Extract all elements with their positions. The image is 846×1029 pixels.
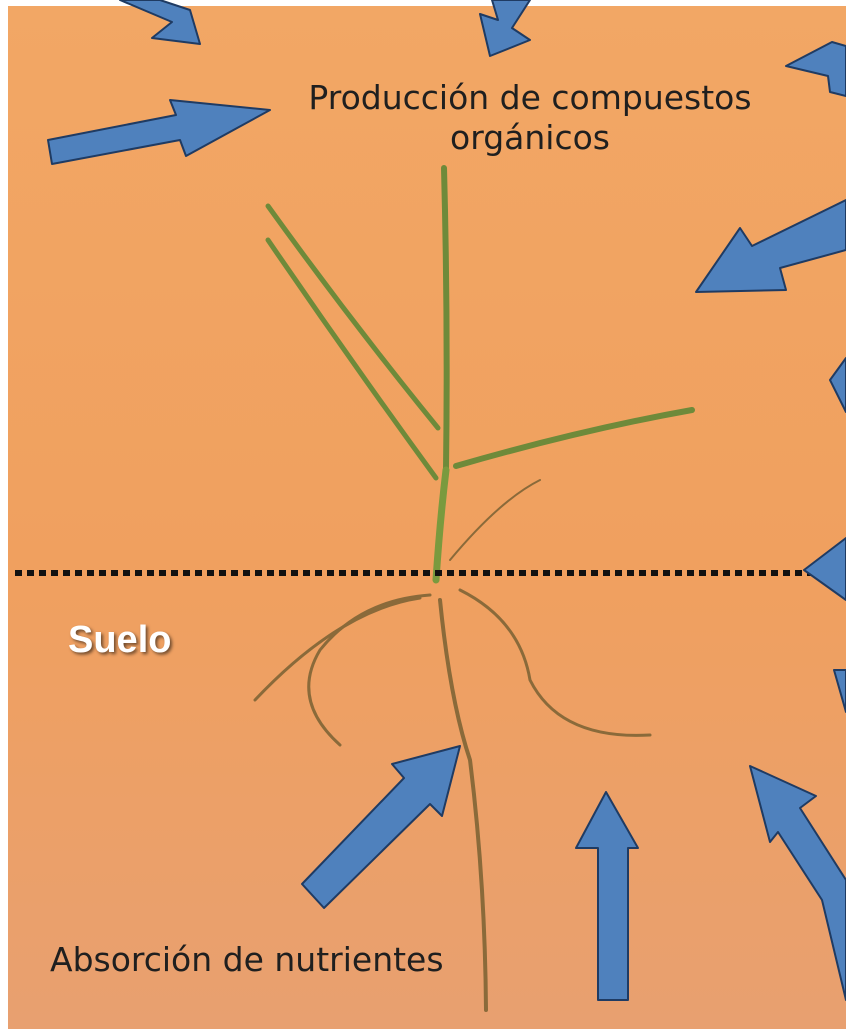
production-label: Producción de compuestos orgánicos bbox=[240, 78, 820, 158]
photo-background bbox=[8, 6, 846, 1029]
soil-label: Suelo bbox=[68, 620, 171, 660]
leaf-center bbox=[444, 168, 447, 470]
absorption-label: Absorción de nutrientes bbox=[50, 940, 444, 980]
